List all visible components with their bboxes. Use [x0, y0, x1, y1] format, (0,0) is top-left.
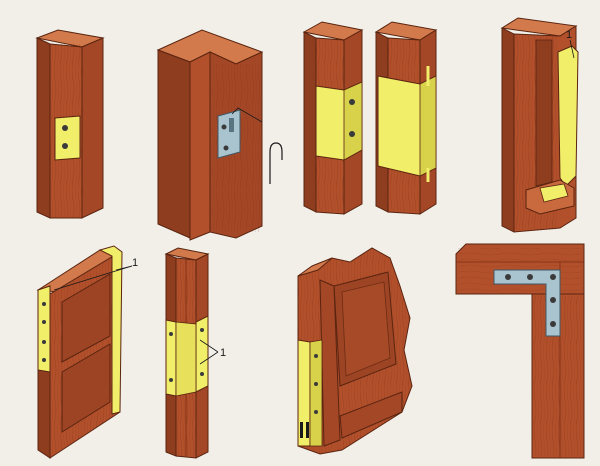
- fig-1-post-side: [36, 37, 51, 219]
- fig-6-plate-left: [165, 319, 177, 397]
- fig-6-plate-right: [195, 315, 209, 393]
- fig-1-post-with-patch: [35, 29, 105, 219]
- fig-2-metal-plate: [217, 109, 241, 159]
- fig-7-bottom-rail: [339, 391, 403, 439]
- fig-8-frame-corner-with-angle-bracket: [455, 243, 585, 459]
- fig-5-callout-leader-b: [115, 265, 133, 271]
- fig-3a-screw-top: [349, 99, 355, 105]
- fig-3a-screw-bottom: [349, 131, 355, 137]
- fig-7-door-top: [297, 257, 333, 277]
- fig-8-bracket-screw-2: [527, 274, 533, 280]
- fig-2-post-front: [189, 51, 211, 241]
- fig-2-plate-screw-bottom: [223, 145, 229, 151]
- fig-8-bracket-screw-1: [505, 274, 511, 280]
- fig-5-panel-lower: [61, 343, 111, 433]
- fig-2-post-left: [157, 49, 191, 239]
- fig-6-post-with-repair-plates: 1: [164, 247, 226, 459]
- fig-4-callout-leader: [569, 39, 575, 59]
- fig-4-strip: [557, 45, 579, 187]
- fig-5-panel-upper: [61, 273, 111, 363]
- fig-4-frame-corner-with-strip: 1: [500, 17, 579, 233]
- fig-1-screw-bottom: [62, 143, 68, 149]
- fig-2-plate-screw-top: [221, 124, 227, 130]
- fig-4-groove: [535, 39, 553, 187]
- fig-2-pin-line: [231, 107, 263, 123]
- fig-5-callout-label: 1: [132, 257, 138, 269]
- fig-3b-post-with-wrapped-insert: [374, 21, 438, 215]
- fig-1-post-right: [81, 37, 104, 219]
- fig-8-bracket-screw-4: [550, 297, 556, 303]
- fig-7-door-corner-with-insert: [297, 247, 413, 455]
- fig-3a-post-left: [303, 31, 317, 213]
- fig-6-callout-leader-a: [199, 339, 219, 353]
- fig-6-callout-label: 1: [220, 347, 226, 359]
- fig-2-pin-icon: [269, 142, 283, 184]
- fig-1-patch: [54, 115, 81, 161]
- fig-3a-post-with-insert: [302, 21, 364, 215]
- fig-8-bracket-screw-5: [550, 321, 556, 327]
- fig-1-screw-top: [62, 125, 68, 131]
- fig-5-door-leaf-with-edge-strip: 1: [36, 245, 138, 459]
- fig-4-callout-label: 1: [566, 29, 572, 41]
- fig-5-callout-leader-a: [53, 265, 133, 291]
- fig-8-bracket-screw-3: [550, 274, 556, 280]
- fig-4-frame-left: [501, 27, 515, 233]
- fig-5-top-strip: [98, 245, 123, 415]
- fig-2-post-with-metal-plate: [156, 29, 283, 241]
- fig-8-angle-bracket: [493, 269, 561, 337]
- fig-7-stile-inner: [319, 279, 341, 447]
- fig-6-callout-leader-b: [199, 351, 219, 365]
- fig-5-edge-strip: [37, 285, 51, 373]
